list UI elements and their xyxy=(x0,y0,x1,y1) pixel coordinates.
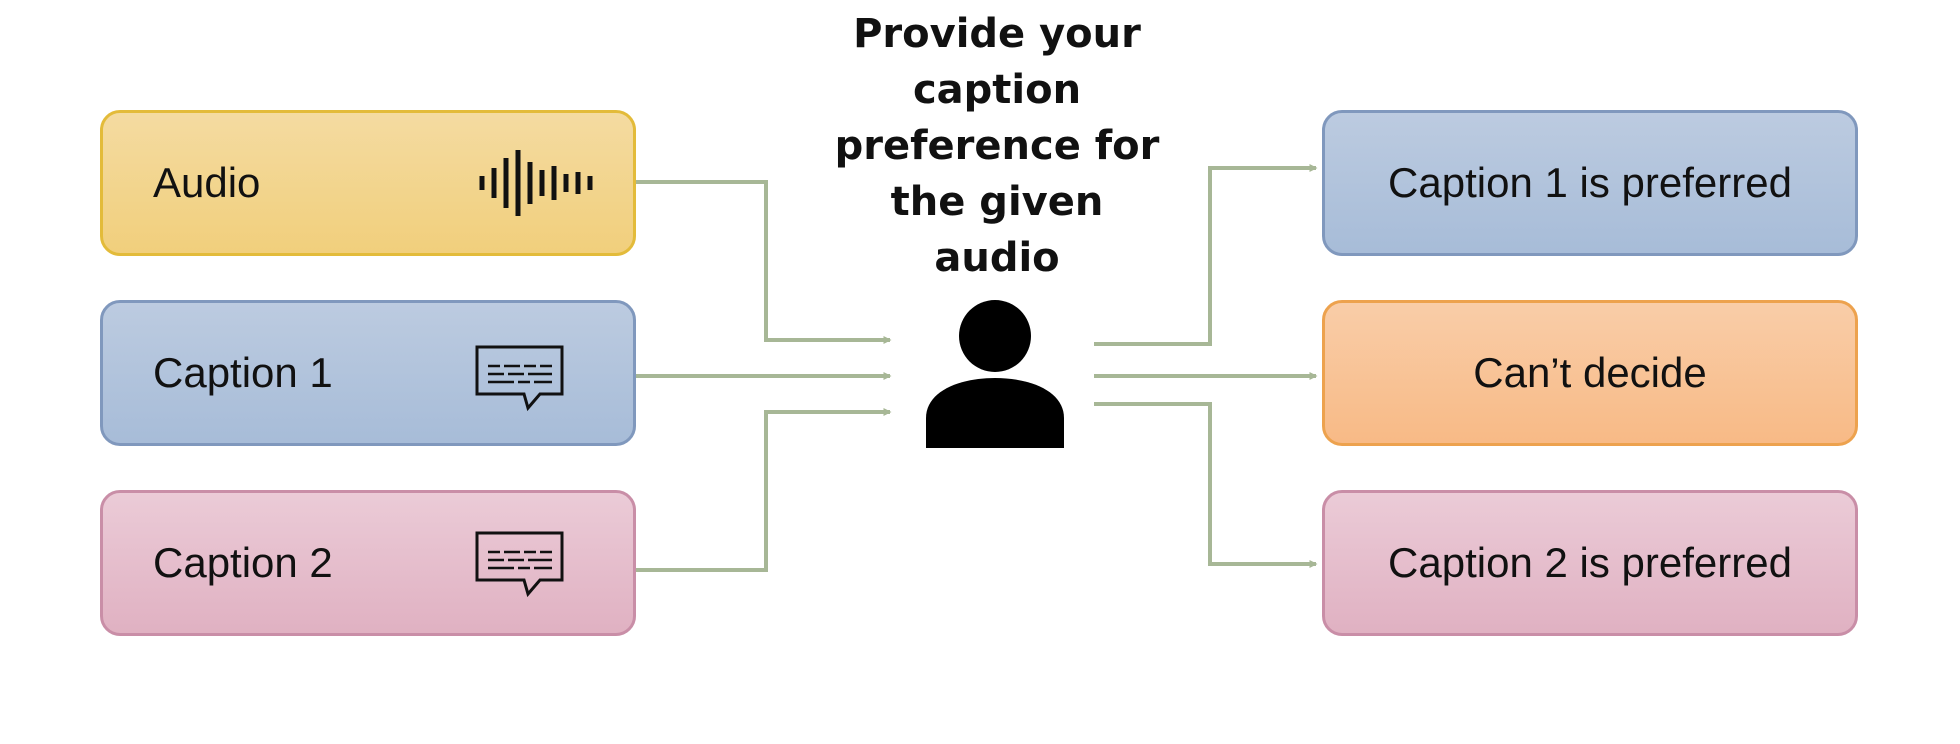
caption2-preferred-box: Caption 2 is preferred xyxy=(1322,490,1858,636)
audio-label: Audio xyxy=(153,159,261,206)
caption-bubble-icon xyxy=(475,531,564,598)
cant-decide-box: Can’t decide xyxy=(1322,300,1858,446)
caption1-preferred-box: Caption 1 is preferred xyxy=(1322,110,1858,256)
arrow-audio-to-person xyxy=(634,180,892,344)
caption2-box: Caption 2 xyxy=(100,490,636,636)
cant-decide-label: Can’t decide xyxy=(1473,349,1707,396)
arrow-person-to-caption2-preferred xyxy=(1094,402,1318,568)
arrow-caption2-to-person xyxy=(634,408,892,572)
caption2-label: Caption 2 xyxy=(153,539,333,586)
prompt-title: Provide your caption preference for the … xyxy=(834,11,1160,281)
arrow-person-to-caption1-preferred xyxy=(1094,164,1318,346)
caption1-preferred-label: Caption 1 is preferred xyxy=(1388,159,1792,206)
caption2-preferred-label: Caption 2 is preferred xyxy=(1388,539,1792,586)
audio-box: Audio xyxy=(100,110,636,256)
sound-wave-icon xyxy=(479,150,593,216)
caption-bubble-icon xyxy=(475,345,564,412)
caption1-label: Caption 1 xyxy=(153,349,333,396)
person-icon xyxy=(926,300,1064,448)
